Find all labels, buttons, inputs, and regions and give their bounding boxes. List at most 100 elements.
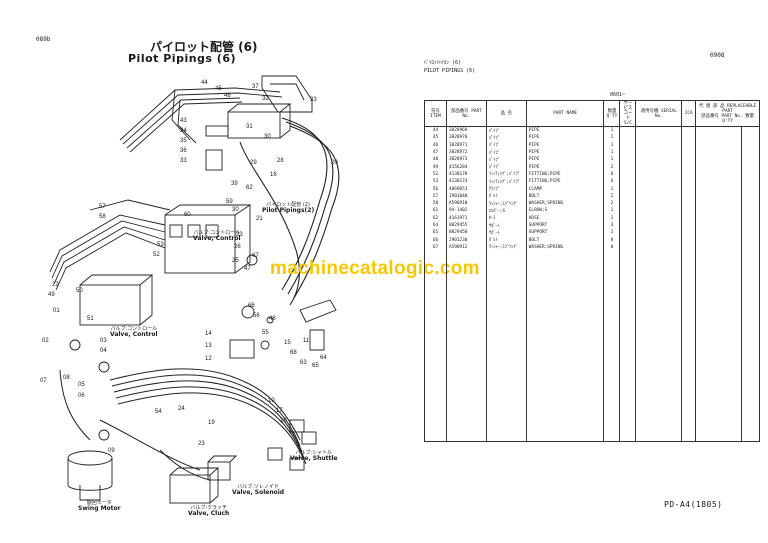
col-part-no: 部品番号 PART No. xyxy=(445,100,487,127)
empty-cell xyxy=(525,396,605,405)
empty-cell xyxy=(681,375,697,383)
empty-cell xyxy=(445,433,487,442)
cell-service xyxy=(619,243,637,252)
callout: 31 xyxy=(246,124,253,130)
empty-cell xyxy=(445,375,487,383)
cell-repl-qty xyxy=(740,214,761,222)
cell-no: 65 xyxy=(424,229,447,237)
empty-cell xyxy=(681,433,697,442)
cell-ica xyxy=(681,199,697,208)
cell-part-no: 8029455 xyxy=(445,221,487,230)
empty-row xyxy=(424,324,761,332)
empty-cell xyxy=(695,272,742,281)
cell-name-jp: ﾌｨｯﾃｨﾝｸﾞ;ﾊﾟｲﾌﾟ xyxy=(485,170,527,179)
empty-cell xyxy=(445,331,487,339)
callout: 03 xyxy=(100,338,107,344)
empty-cell xyxy=(603,331,621,339)
empty-cell xyxy=(525,404,605,412)
callout: 07 xyxy=(40,378,47,384)
empty-cell xyxy=(619,396,637,405)
col-repl-part-no: 部品番号 PART No. xyxy=(701,113,743,119)
cell-name-jp: ﾊﾟｲﾌﾟ xyxy=(485,156,527,164)
empty-cell xyxy=(695,287,742,295)
cell-name-jp: ﾊﾟｲﾌﾟ xyxy=(485,141,527,149)
col-no: 符号 ITEM xyxy=(424,100,447,127)
empty-cell xyxy=(695,426,742,434)
empty-cell xyxy=(424,433,447,442)
empty-cell xyxy=(619,331,637,339)
callout: 48 xyxy=(269,316,276,322)
empty-cell xyxy=(603,360,621,368)
empty-cell xyxy=(635,404,683,412)
callout: 35 xyxy=(180,138,187,144)
cell-qty: 1 xyxy=(603,156,621,164)
cell-service xyxy=(619,141,637,149)
empty-cell xyxy=(619,353,637,361)
callout: 30 xyxy=(232,207,239,213)
callout: 29 xyxy=(250,160,257,166)
callout: 22 xyxy=(52,282,59,288)
empty-cell xyxy=(635,302,683,310)
empty-cell xyxy=(619,265,637,273)
callout: 52 xyxy=(153,252,160,258)
cell-name-en: FITTING;PIPE xyxy=(525,170,605,179)
callout: 45 xyxy=(215,86,222,92)
cell-ica xyxy=(681,156,697,164)
empty-cell xyxy=(619,272,637,281)
empty-cell xyxy=(695,316,742,325)
empty-cell xyxy=(740,353,761,361)
cell-ica xyxy=(681,163,697,171)
empty-cell xyxy=(740,302,761,310)
empty-row xyxy=(424,272,761,281)
empty-row xyxy=(424,382,761,390)
callout: 10 xyxy=(268,398,275,404)
empty-cell xyxy=(424,287,447,295)
empty-cell xyxy=(525,411,605,419)
cell-name-en: WASHER;SPRING xyxy=(525,199,605,208)
empty-cell xyxy=(619,302,637,310)
empty-cell xyxy=(681,258,697,266)
cell-no: 53 xyxy=(424,178,447,186)
empty-cell xyxy=(635,287,683,295)
cell-name-en: FITTING;PIPE xyxy=(525,178,605,186)
empty-cell xyxy=(485,251,527,259)
parts-table-header: 符号 ITEM 部品番号 PART No. 品 名 PART NAME 数量 Q… xyxy=(424,100,760,127)
empty-cell xyxy=(485,316,527,325)
empty-cell xyxy=(424,331,447,339)
empty-cell xyxy=(695,302,742,310)
cell-name-jp: ﾎｰｽ xyxy=(485,214,527,222)
lower-left-valve xyxy=(79,274,154,326)
empty-row xyxy=(424,345,761,354)
valve-clutch-jp: バルブ:クラッチ xyxy=(190,505,228,511)
empty-cell xyxy=(445,258,487,266)
cell-name-jp: ﾊﾟｲﾌﾟ xyxy=(485,163,527,171)
empty-cell xyxy=(445,272,487,281)
pilot-piping-ref-en: Pilot Pipings(2) xyxy=(262,207,315,214)
serial-range: 0601~ xyxy=(610,92,626,98)
cell-repl-no xyxy=(695,214,742,222)
valve-shuttle-label: バルブ:シャトル Valve, Shuttle xyxy=(290,450,338,462)
cell-qty: 1 xyxy=(603,141,621,149)
empty-cell xyxy=(603,280,621,288)
empty-cell xyxy=(681,411,697,419)
cell-part-no: 94-1402 xyxy=(445,207,487,215)
empty-cell xyxy=(619,251,637,259)
empty-cell xyxy=(603,272,621,281)
cell-name-en: ELBOW;S xyxy=(525,207,605,215)
cell-repl-qty xyxy=(740,156,761,164)
swing-motor-label: 旋回モータ Swing Motor xyxy=(78,500,121,512)
cell-name-en: PIPE xyxy=(525,163,605,171)
empty-cell xyxy=(445,251,487,259)
cell-serial xyxy=(635,134,683,142)
bracket-33 xyxy=(261,75,313,113)
empty-cell xyxy=(445,396,487,405)
cell-repl-qty xyxy=(740,221,761,230)
empty-cell xyxy=(445,324,487,332)
empty-cell xyxy=(619,404,637,412)
cell-serial xyxy=(635,243,683,252)
cell-name-en: PIPE xyxy=(525,126,605,135)
callout: 36 xyxy=(180,148,187,154)
